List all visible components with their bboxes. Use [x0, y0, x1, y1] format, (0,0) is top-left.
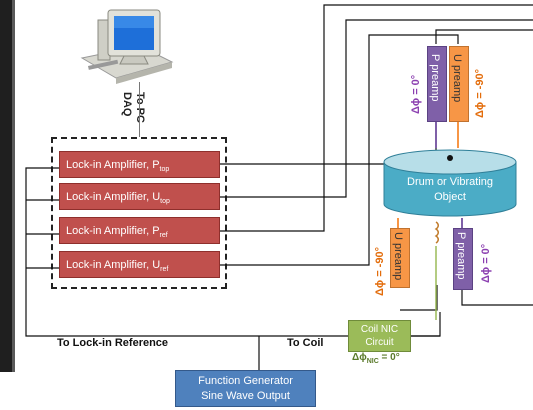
lock-in-u-ref: Lock-in Amplifier, Uref — [59, 251, 220, 278]
bottom-u-preamp-label: U preamp — [392, 232, 404, 281]
lock-in-enclosure — [51, 137, 227, 289]
lock-in-u-top: Lock-in Amplifier, Utop — [59, 183, 220, 210]
to-coil-label: To Coil — [287, 337, 324, 349]
left-edge-shade — [12, 0, 15, 372]
coil-nic-phase: ΔϕNIC = 0° — [352, 352, 400, 365]
top-p-preamp-label: P preamp — [429, 54, 441, 102]
left-edge — [0, 0, 12, 372]
lock-in-p-top: Lock-in Amplifier, Ptop — [59, 151, 220, 178]
bottom-u-phase: Δϕ = -90° — [374, 247, 386, 296]
bottom-p-preamp — [453, 228, 473, 290]
lock-in-reference-label: To Lock-in Reference — [57, 337, 169, 349]
bottom-p-phase: Δϕ = 0° — [480, 243, 492, 283]
computer-icon — [80, 9, 174, 84]
pc-cable — [139, 82, 140, 137]
top-p-phase: Δϕ = 0° — [410, 74, 422, 114]
bottom-p-preamp-label: P preamp — [455, 232, 467, 280]
lock-in-p-ref: Lock-in Amplifier, Pref — [59, 217, 220, 244]
top-u-preamp-label: U preamp — [451, 54, 463, 103]
drum-cylinder — [383, 149, 517, 217]
top-p-preamp — [427, 46, 447, 122]
top-u-preamp — [449, 46, 469, 122]
bottom-u-preamp — [390, 228, 410, 288]
top-u-phase: Δϕ = -90° — [474, 69, 486, 118]
